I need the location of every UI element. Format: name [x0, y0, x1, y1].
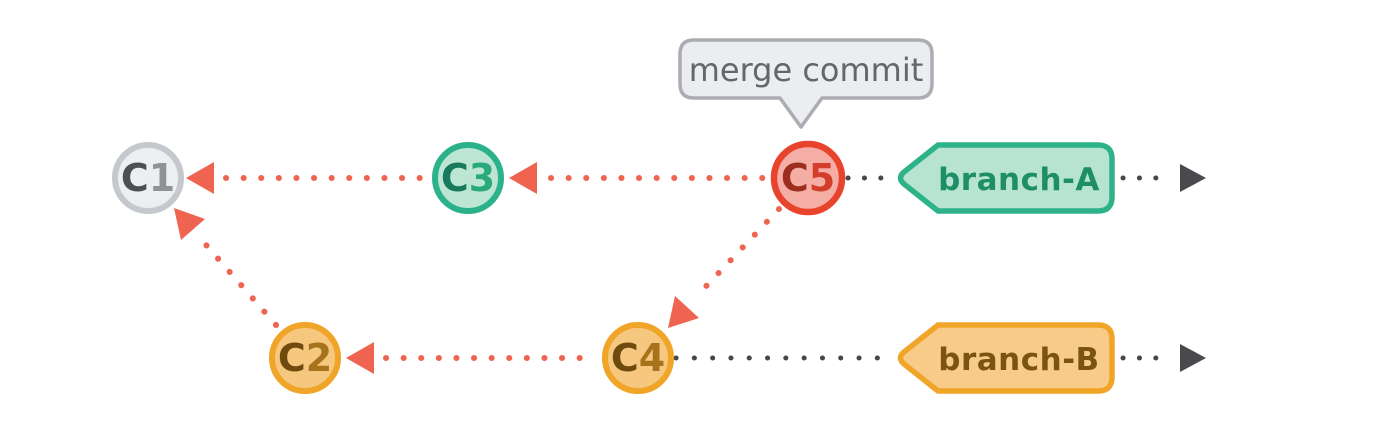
timeline-a-arrowhead-icon: [1180, 164, 1206, 192]
branch-b-label: branch-B: [938, 342, 1099, 378]
timeline-b-arrowhead-icon: [1180, 344, 1206, 372]
commit-c2-num: 2: [306, 336, 332, 380]
commit-c1-prefix: C: [121, 156, 149, 200]
edge-c2-to-c1: [174, 208, 279, 328]
commit-c3-num: 3: [469, 156, 495, 200]
commit-c2-circle: [269, 322, 341, 394]
branch-tag-a: branch-A: [897, 142, 1115, 214]
commit-c4-prefix: C: [611, 336, 639, 380]
commit-node-c1: C1: [112, 142, 184, 214]
branch-a-label: branch-A: [938, 162, 1100, 198]
commit-c3-label: C3: [441, 156, 495, 200]
edge-c4-c2-arrowhead-icon: [346, 342, 374, 374]
commit-c4-label: C4: [611, 336, 665, 380]
edge-c2-c1-dots: [197, 235, 279, 328]
commit-c4-num: 4: [639, 336, 665, 380]
edge-c2-c1-arrowhead-icon: [174, 208, 205, 240]
commit-c3-prefix: C: [441, 156, 469, 200]
commit-c5-circle: [770, 140, 846, 216]
edge-c5-to-c3: [509, 162, 767, 194]
edge-c4-to-c2: [346, 342, 597, 374]
commit-node-c3: C3: [432, 142, 504, 214]
branch-tag-a-shape: [897, 142, 1115, 214]
timeline-branch-b: [673, 344, 1206, 372]
commit-c2-label: C2: [278, 336, 332, 380]
commit-c5-label: C5: [781, 156, 835, 200]
commit-c3-circle: [432, 142, 504, 214]
commit-c1-num: 1: [149, 156, 175, 200]
merge-commit-tooltip: merge commit: [678, 38, 934, 129]
commit-c1-circle: [112, 142, 184, 214]
edge-c5-c3-arrowhead-icon: [509, 162, 537, 194]
commit-node-c2: C2: [269, 322, 341, 394]
commit-c1-label: C1: [121, 156, 175, 200]
commit-c4-circle: [602, 322, 674, 394]
commit-node-c5: C5: [770, 140, 846, 216]
edge-c3-c1-arrowhead-icon: [186, 162, 214, 194]
commit-c5-num: 5: [809, 156, 835, 200]
tooltip-label: merge commit: [689, 51, 924, 89]
commit-node-c4: C4: [602, 322, 674, 394]
edge-c5-c4-dots: [692, 206, 782, 301]
branch-tag-b-shape: [897, 322, 1115, 394]
timeline-branch-a: [845, 164, 1206, 192]
edge-c3-to-c1: [186, 162, 431, 194]
commit-c5-prefix: C: [781, 156, 809, 200]
branch-tag-b: branch-B: [897, 322, 1115, 394]
edge-c5-c4-arrowhead-icon: [668, 296, 699, 328]
tooltip-bubble: [678, 38, 934, 129]
edge-c5-to-c4: [668, 206, 782, 328]
commit-c2-prefix: C: [278, 336, 306, 380]
